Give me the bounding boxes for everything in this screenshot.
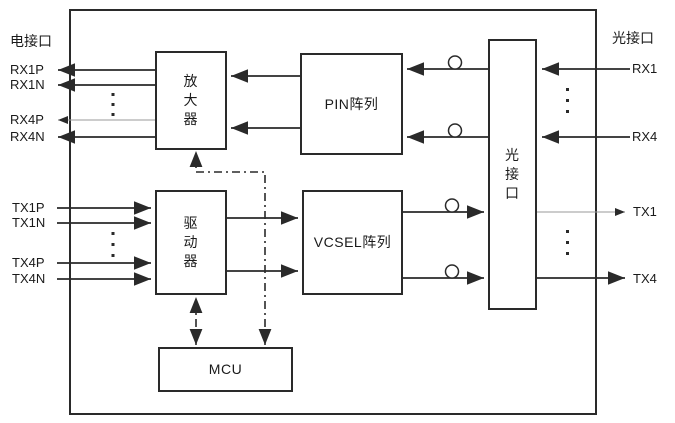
port-tx4-label: TX4 — [633, 271, 657, 286]
fiber-coupler-icon — [444, 264, 460, 279]
port-rx1p-label: RX1P — [10, 62, 44, 77]
block-mcu: MCU — [158, 347, 293, 392]
port-tx1n-label: TX1N — [12, 215, 46, 230]
port-rx1n-label: RX1N — [10, 77, 45, 92]
pin-array-label: PIN阵列 — [324, 95, 379, 112]
port-rx4p-label: RX4P — [10, 112, 44, 127]
port-tx1p-label: TX1P — [12, 200, 45, 215]
amplifier-label: 放 大 器 — [183, 73, 199, 127]
port-tx4p-label: TX4P — [12, 255, 45, 270]
block-vcsel-array: VCSEL阵列 — [302, 190, 403, 295]
block-amplifier: 放 大 器 — [155, 51, 227, 150]
port-tx4n-label: TX4N — [12, 271, 46, 286]
fiber-coupler-icon — [447, 55, 463, 70]
port-rx4-label: RX4 — [632, 129, 658, 144]
optical-port-label: 光 接 口 — [505, 147, 520, 201]
bus-mcu-amplifier — [189, 151, 272, 345]
port-rx4n-label: RX4N — [10, 129, 45, 144]
electrical-interface-label: 电接口 — [10, 33, 52, 49]
optical-interface-label: 光接口 — [612, 30, 654, 46]
port-rx1-label: RX1 — [632, 61, 658, 76]
ellipsis-dots — [111, 88, 569, 257]
mcu-label: MCU — [208, 361, 243, 378]
fiber-coupler-icon — [444, 198, 460, 213]
port-tx1-label: TX1 — [633, 204, 657, 219]
block-pin-array: PIN阵列 — [300, 53, 403, 155]
vcsel-array-label: VCSEL阵列 — [313, 234, 392, 251]
block-optical-port: 光 接 口 — [488, 39, 537, 310]
fiber-coupler-icon — [447, 123, 463, 138]
